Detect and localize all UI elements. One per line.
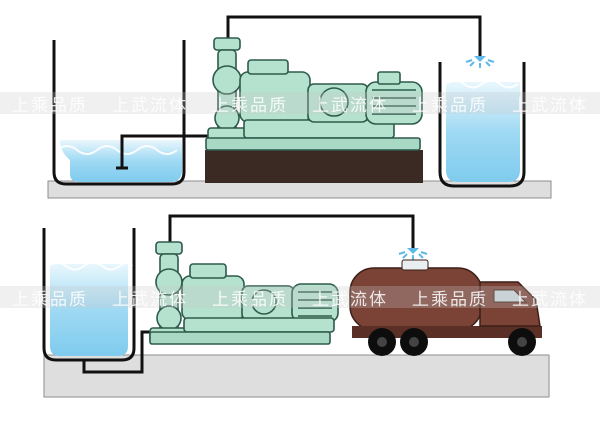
water-spray-icon: [465, 56, 495, 68]
diaphragm-pump-icon: [149, 241, 339, 345]
top-discharge-pipe: [226, 15, 482, 56]
diaphragm-pump-icon: [205, 37, 423, 151]
top-source-tank: [52, 40, 186, 186]
bottom-scene: [42, 214, 550, 398]
bottom-discharge-pipe: [168, 214, 415, 248]
top-scene: [47, 15, 552, 199]
bottom-ground-slab: [43, 354, 550, 398]
bottom-suction-pipe: [82, 330, 154, 374]
top-receiving-tank: [438, 62, 526, 188]
tanker-truck-icon: [349, 259, 542, 356]
top-pump-platform: [205, 150, 423, 183]
water-spray-icon: [398, 248, 428, 260]
bottom-source-tank: [42, 228, 136, 362]
top-suction-pipe: [116, 134, 210, 170]
